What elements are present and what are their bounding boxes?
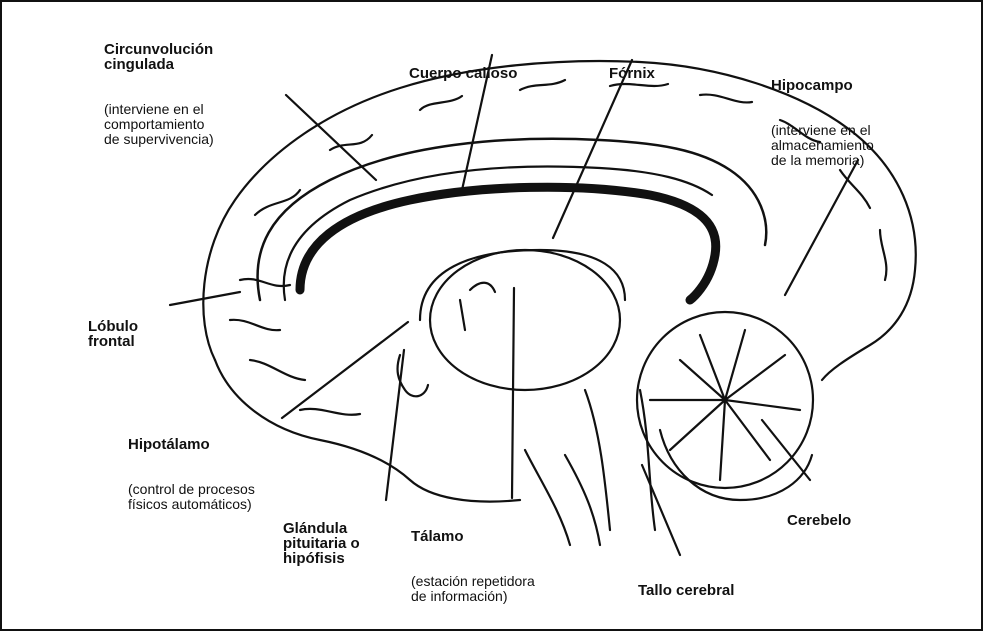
pituitary-title: Glándula pituitaria o hipófisis	[283, 521, 360, 566]
brainstem-title: Tallo cerebral	[638, 583, 734, 598]
cerebellum-title: Cerebelo	[787, 513, 851, 528]
thalamus-body	[430, 250, 620, 390]
frontal-title: Lóbulo frontal	[88, 319, 138, 349]
thalamus-title: Tálamo	[411, 529, 535, 544]
cingulate-desc: (interviene en el comportamiento de supe…	[104, 102, 214, 147]
label-cerebellum: Cerebelo	[787, 483, 851, 543]
leader-pituitary	[386, 350, 404, 500]
label-pituitary: Glándula pituitaria o hipófisis	[283, 491, 360, 581]
corpus-title: Cuerpo calloso	[409, 66, 517, 81]
leader-frontal	[170, 292, 240, 305]
label-frontal-lobe: Lóbulo frontal	[88, 289, 138, 364]
hypothalamus-title: Hipotálamo	[128, 437, 255, 452]
label-hippocampus: Hipocampo (interviene en el almacenamien…	[771, 48, 874, 183]
label-corpus-callosum: Cuerpo calloso	[409, 36, 517, 96]
corpus-callosum	[300, 187, 716, 300]
leader-thalamus	[512, 288, 514, 498]
hippocampus-desc: (interviene en el almacenamiento de la m…	[771, 123, 874, 168]
label-cingulate: Circunvolución cingulada (interviene en …	[104, 12, 214, 162]
leader-cerebellum	[762, 420, 810, 480]
hippocampus-title: Hipocampo	[771, 78, 874, 93]
fornix	[420, 250, 625, 320]
thalamus-desc: (estación repetidora de información)	[411, 574, 535, 604]
leader-brainstem	[642, 465, 680, 555]
hypothalamus-desc: (control de procesos físicos automáticos…	[128, 482, 255, 512]
leader-hypothalamus	[282, 322, 408, 418]
label-fornix: Fórnix	[609, 36, 655, 96]
brainstem	[585, 390, 655, 530]
fornix-title: Fórnix	[609, 66, 655, 81]
cingulate-title: Circunvolución cingulada	[104, 42, 214, 72]
label-hypothalamus: Hipotálamo (control de procesos físicos …	[128, 407, 255, 527]
label-brainstem: Tallo cerebral	[638, 553, 734, 613]
brain-underside	[215, 360, 520, 502]
cingulate-band	[258, 139, 767, 300]
label-thalamus: Tálamo (estación repetidora de informaci…	[411, 499, 535, 619]
